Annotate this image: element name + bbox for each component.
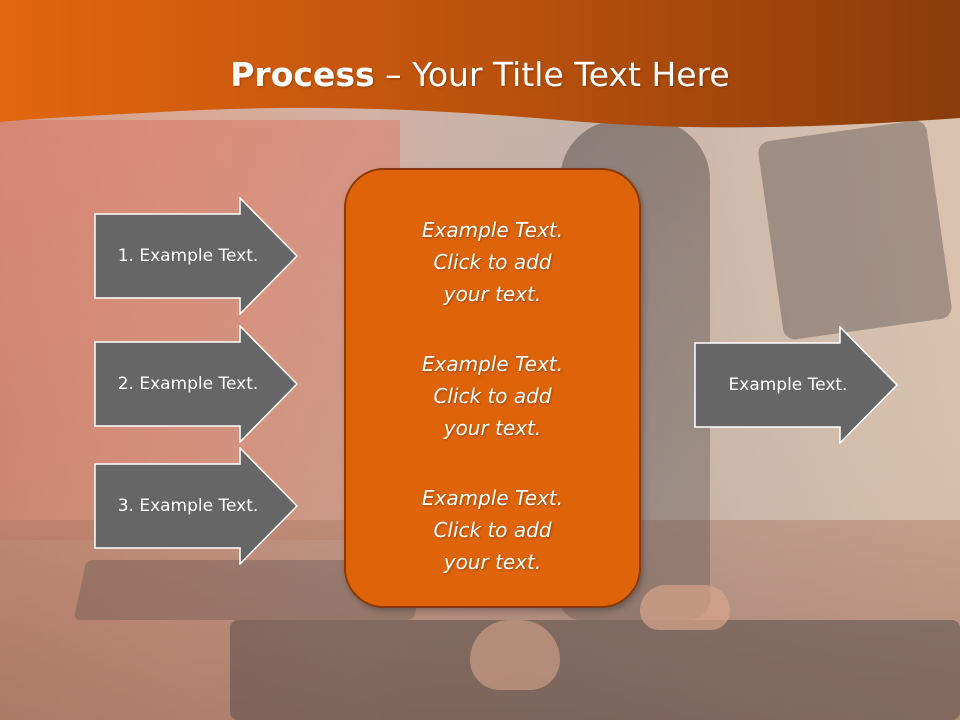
center-content-box[interactable]: Example Text. Click to add your text. Ex…: [344, 168, 641, 608]
background-treadmill-console: [756, 119, 954, 341]
arrow-shape: [94, 325, 298, 443]
background-treadmill-belt: [230, 620, 960, 720]
process-arrow-1[interactable]: 1. Example Text.: [94, 197, 298, 315]
arrow-shape: [94, 197, 298, 315]
arrow-label: 1. Example Text.: [117, 246, 259, 266]
title-rest: – Your Title Text Here: [374, 55, 730, 94]
arrow-label: 3. Example Text.: [117, 496, 259, 516]
center-paragraph-2[interactable]: Example Text. Click to add your text.: [421, 352, 564, 440]
arrow-label: 2. Example Text.: [117, 374, 259, 394]
arrow-shape: [694, 326, 898, 444]
result-arrow[interactable]: Example Text.: [694, 326, 898, 444]
arrow-label: Example Text.: [728, 375, 848, 395]
center-paragraph-1[interactable]: Example Text. Click to add your text.: [421, 218, 564, 306]
center-paragraph-3[interactable]: Example Text. Click to add your text.: [421, 486, 564, 574]
title-bold: Process: [230, 55, 375, 94]
background-foot-2: [470, 620, 560, 690]
background-foot: [640, 585, 730, 630]
header-wave-shape: [0, 0, 960, 128]
arrow-shape: [94, 447, 298, 565]
process-arrow-2[interactable]: 2. Example Text.: [94, 325, 298, 443]
page-title[interactable]: Process – Your Title Text Here: [0, 55, 960, 95]
process-arrow-3[interactable]: 3. Example Text.: [94, 447, 298, 565]
header-band: Process – Your Title Text Here: [0, 0, 960, 140]
